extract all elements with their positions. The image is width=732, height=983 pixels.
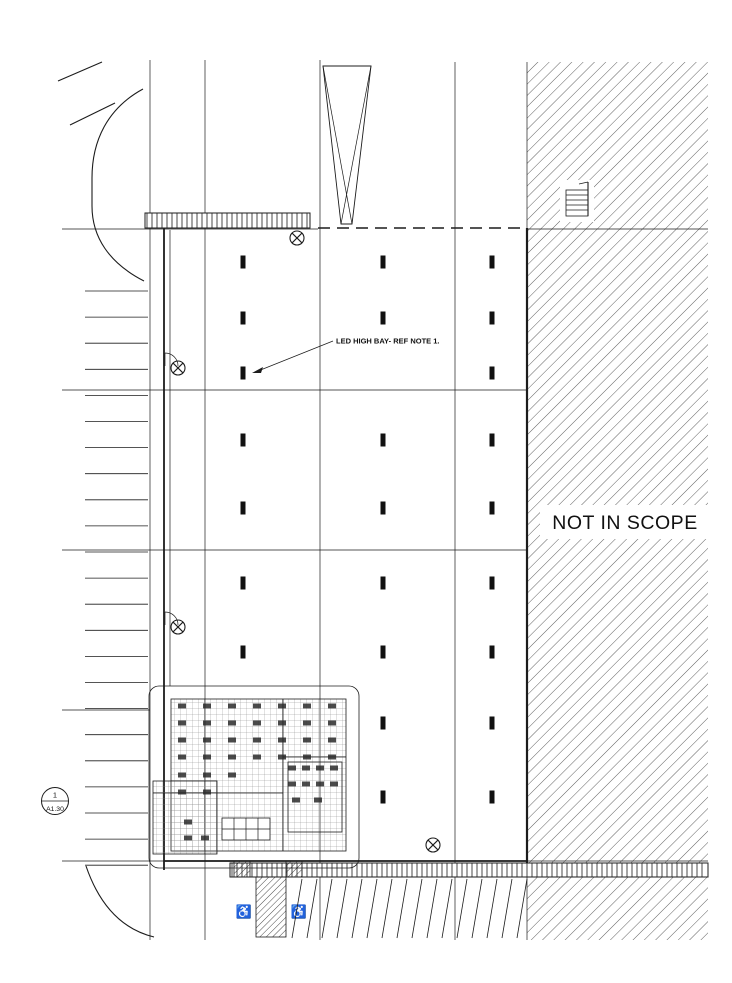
building-walls bbox=[144, 212, 709, 878]
leader-arrowhead bbox=[252, 367, 263, 373]
office-boundary bbox=[148, 685, 360, 869]
accessible-symbol-left: ♿ bbox=[236, 904, 252, 919]
circle-x-symbol bbox=[170, 619, 186, 635]
detail-callout: 1 A1.30 bbox=[41, 787, 69, 815]
led-high-bay-fixtures bbox=[240, 255, 495, 804]
office-ceiling-fixtures bbox=[178, 703, 338, 841]
crosswalk-hatch bbox=[255, 876, 287, 938]
north-wall-panel-ticks bbox=[146, 213, 308, 228]
accessible-symbol-right: ♿ bbox=[291, 904, 307, 919]
led-note-annotation: LED HIGH BAY- REF NOTE 1. bbox=[252, 337, 440, 373]
led-note-text: LED HIGH BAY- REF NOTE 1. bbox=[336, 337, 440, 346]
sidewalk-angled-stripes bbox=[291, 878, 528, 939]
circle-x-symbol bbox=[289, 230, 305, 246]
south-precast-panel bbox=[229, 862, 709, 878]
not-in-scope-label: NOT IN SCOPE bbox=[552, 512, 697, 534]
site-curb-curves bbox=[57, 61, 155, 938]
roof-funnel-symbol bbox=[322, 65, 372, 225]
stair-icon bbox=[560, 180, 594, 222]
west-wall-doors bbox=[164, 352, 179, 626]
north-precast-panel bbox=[144, 212, 311, 229]
callout-sheet-number: A1.30 bbox=[46, 806, 64, 813]
not-in-scope-label-group: NOT IN SCOPE bbox=[540, 505, 710, 539]
restroom-block bbox=[287, 761, 343, 833]
parking-stripes bbox=[85, 290, 148, 866]
entrance-crosswalk: ♿ ♿ bbox=[233, 860, 307, 938]
circle-x-symbol bbox=[425, 837, 441, 853]
circle-x-symbol bbox=[170, 360, 186, 376]
not-in-scope-hatch bbox=[527, 62, 708, 940]
ceiling-exit-symbols bbox=[170, 230, 441, 853]
callout-detail-number: 1 bbox=[53, 791, 57, 800]
